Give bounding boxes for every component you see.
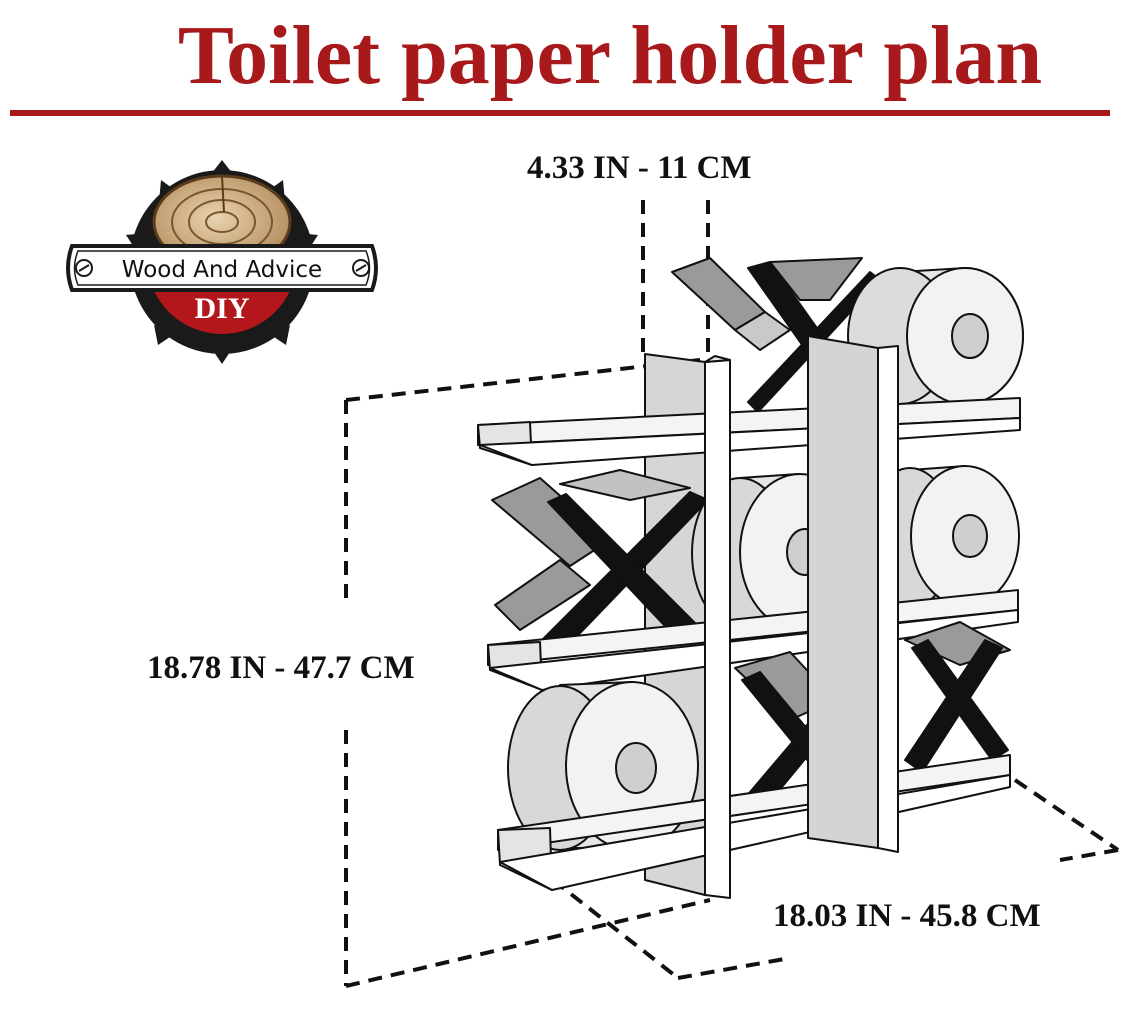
- x-piece-top-left: [671, 257, 791, 351]
- logo-brand-text: Wood And Advice: [122, 257, 322, 283]
- shelf-top: [477, 397, 1021, 466]
- holder-structure: [477, 257, 1024, 899]
- x-piece-middle-left: [491, 469, 709, 655]
- height-dimension-label: 18.78 IN - 47.7 CM: [147, 650, 415, 686]
- dimension-lines: [344, 200, 1120, 988]
- front-divider-left: [704, 355, 731, 899]
- x-piece-bottom-right: [904, 621, 1011, 773]
- title-divider: [10, 110, 1110, 116]
- width-dimension-label: 18.03 IN - 45.8 CM: [773, 898, 1041, 934]
- logo-badge-text: DIY: [194, 292, 249, 325]
- front-divider-right: [807, 335, 899, 853]
- depth-dimension-label: 4.33 IN - 11 CM: [527, 150, 752, 186]
- logo: Wood And Advice DIY: [66, 160, 378, 364]
- page-title: Toilet paper holder plan: [177, 9, 1043, 102]
